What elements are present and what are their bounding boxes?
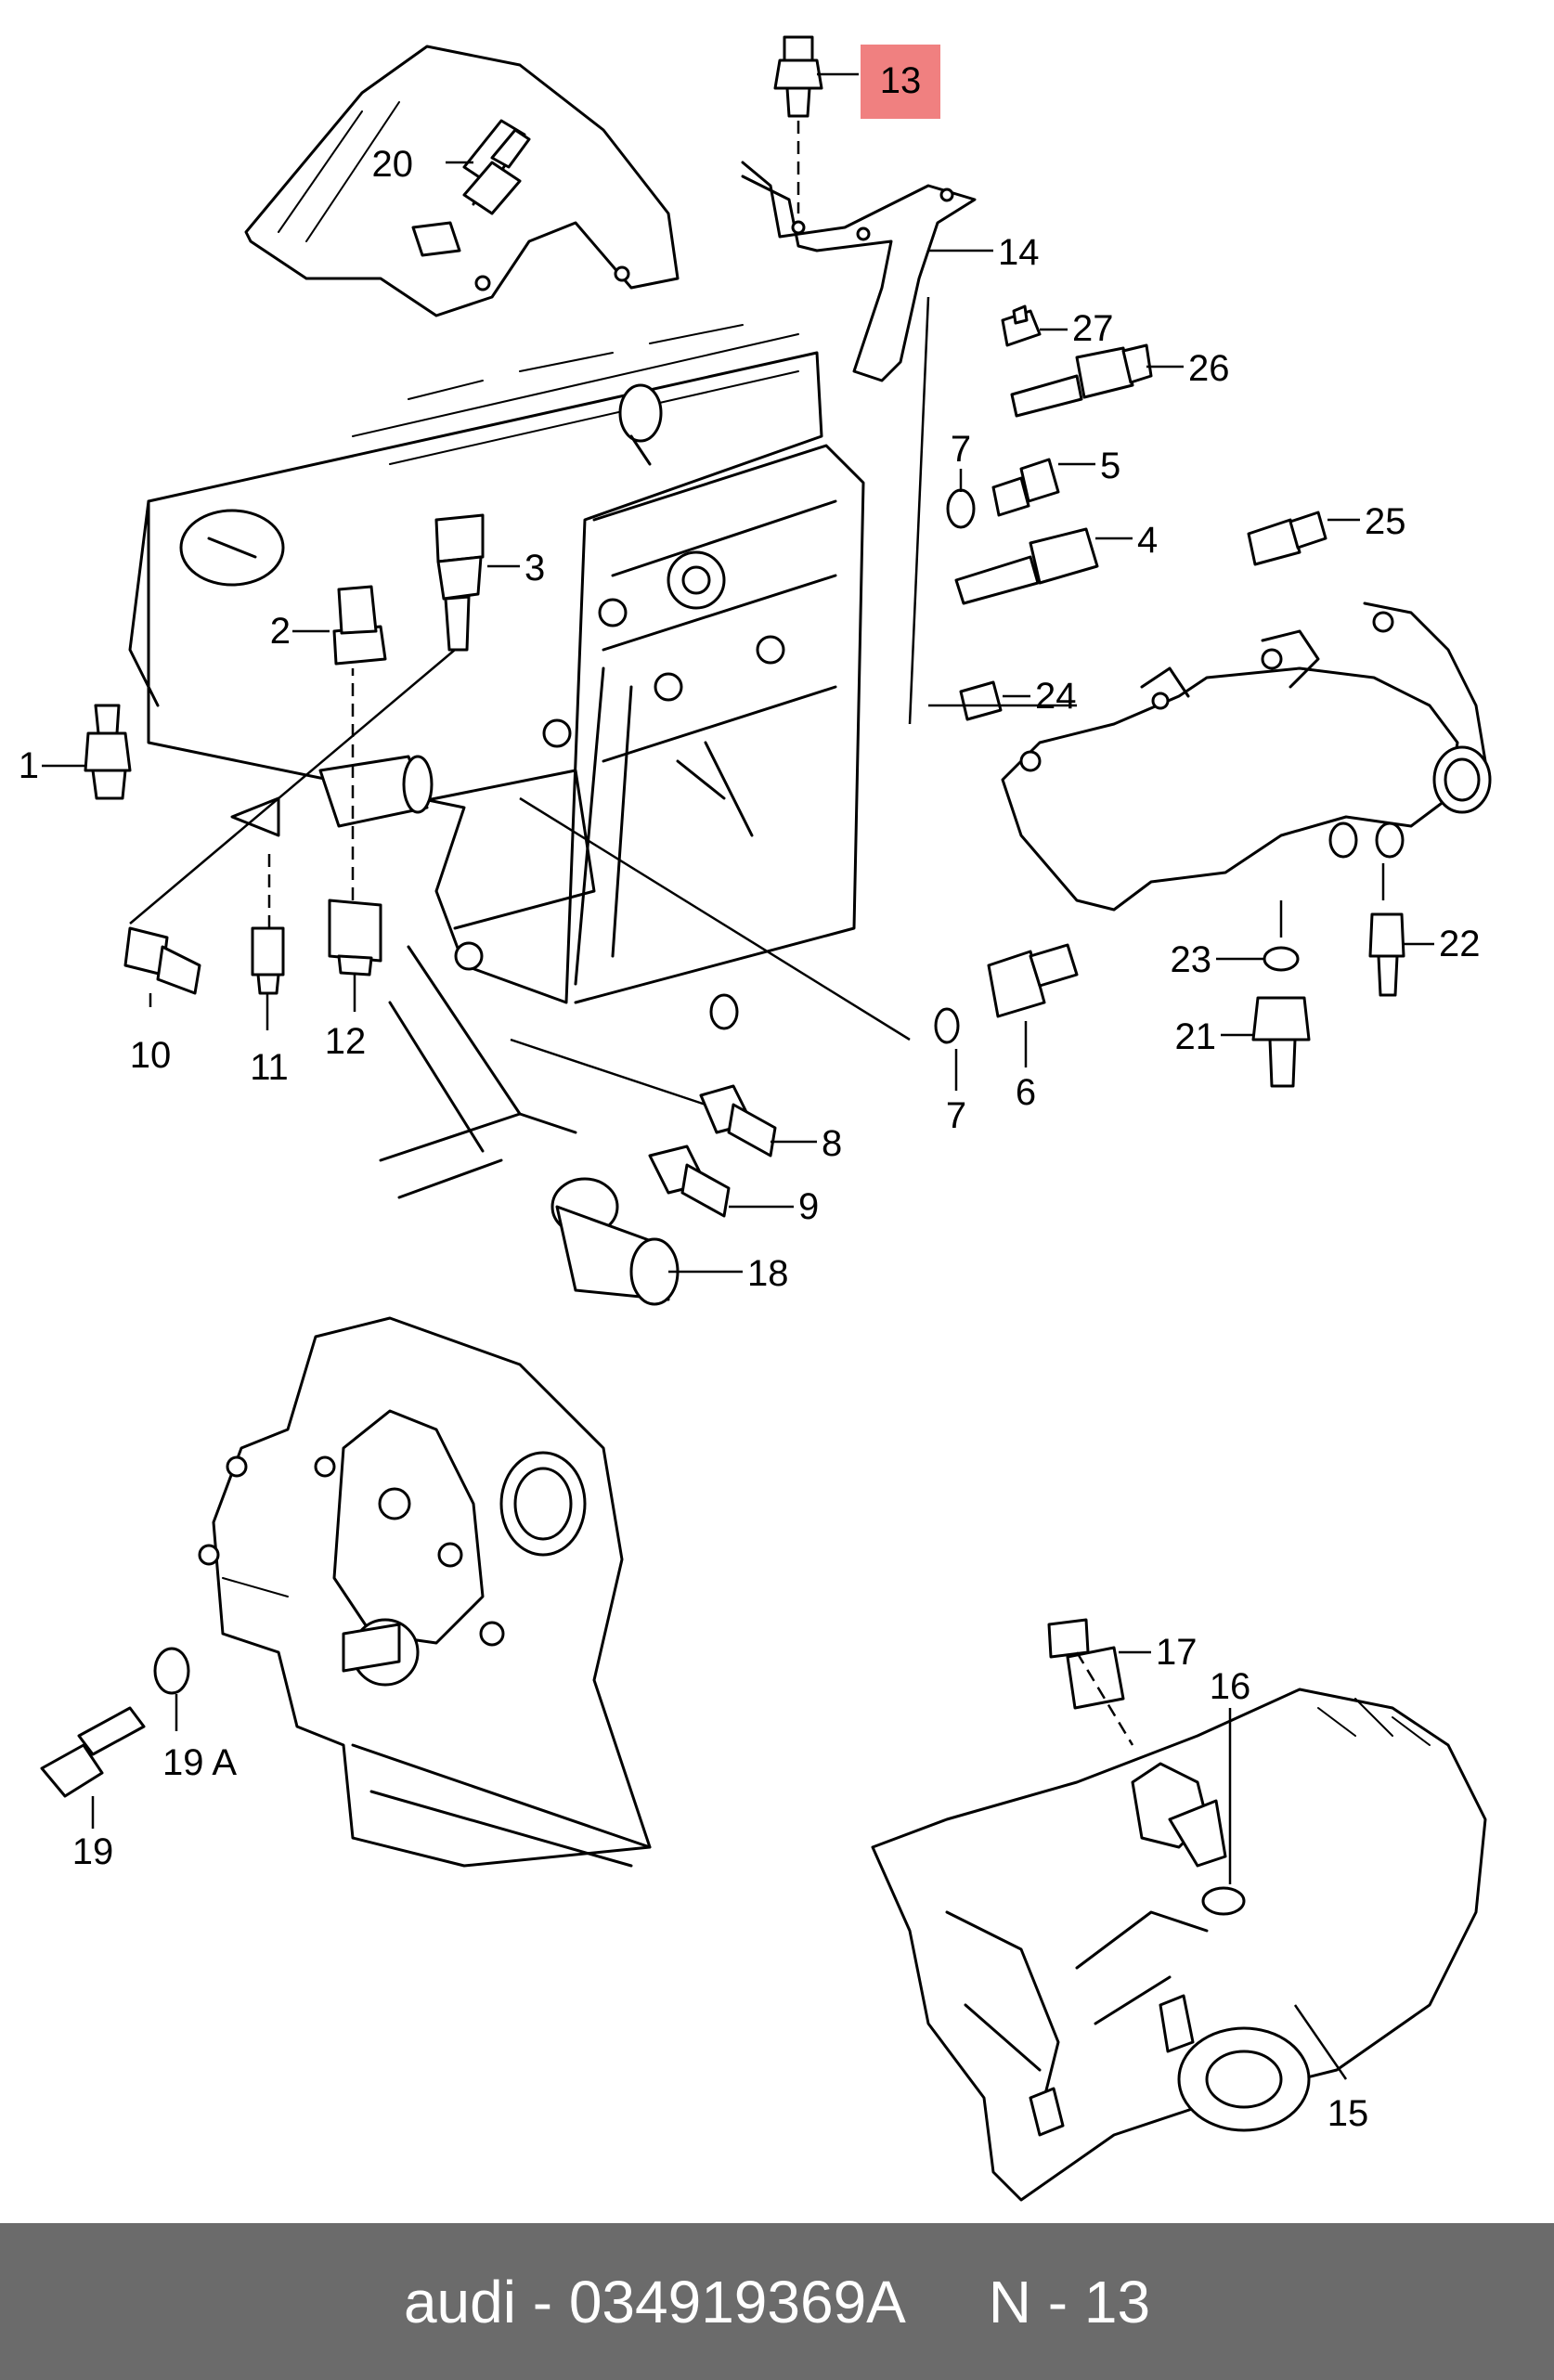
callout-17: 17 xyxy=(1156,1632,1198,1673)
sender-big xyxy=(318,755,434,828)
callout-14: 14 xyxy=(998,232,1040,273)
callout-12: 12 xyxy=(325,1021,367,1062)
leader-lines xyxy=(42,72,1434,2080)
sensor-3 xyxy=(434,513,485,652)
engine-block-front xyxy=(198,1316,652,1868)
sensor-11 xyxy=(251,926,285,995)
sensor-6 xyxy=(987,943,1079,1018)
callout-21: 21 xyxy=(1175,1016,1217,1057)
sensor-5 xyxy=(991,458,1060,517)
washer-19a xyxy=(153,1647,190,1695)
callout-25: 25 xyxy=(1365,501,1406,542)
sensor-21 xyxy=(1251,996,1311,1088)
footer-page-ref: N - 13 xyxy=(988,2268,1151,2335)
sensor-8 xyxy=(699,1084,777,1158)
sensor-25 xyxy=(1247,511,1327,566)
callout-3: 3 xyxy=(524,548,545,589)
sensor-27 xyxy=(1001,304,1042,347)
callout-13: 13 xyxy=(880,60,922,101)
sensor-17 xyxy=(1047,1618,1125,1710)
callout-22: 22 xyxy=(1439,924,1481,964)
sensor-2 xyxy=(332,585,387,666)
washer-7-top xyxy=(946,488,976,529)
sensor-9 xyxy=(648,1145,731,1218)
callout-20: 20 xyxy=(372,144,414,185)
callout-labels: 13 20 14 27 26 7 5 4 25 3 2 24 1 22 23 2… xyxy=(19,60,1481,2134)
footer-spacer xyxy=(906,2268,989,2336)
callout-1: 1 xyxy=(19,745,39,786)
coolant-flange xyxy=(1001,601,1492,912)
footer-separator: - xyxy=(515,2268,569,2335)
callout-18: 18 xyxy=(747,1253,789,1294)
bracket-part-14 xyxy=(741,161,977,382)
sensor-19 xyxy=(40,1706,146,1798)
footer-brand: audi xyxy=(403,2268,516,2335)
callout-9: 9 xyxy=(798,1186,819,1227)
sensor-12 xyxy=(328,899,382,977)
callout-15: 15 xyxy=(1327,2093,1369,2134)
plug-24 xyxy=(959,680,1003,721)
callout-23: 23 xyxy=(1171,939,1212,980)
callout-16: 16 xyxy=(1210,1666,1251,1707)
sensor-4 xyxy=(954,527,1099,605)
parts-diagram: 13 20 14 27 26 7 5 4 25 3 2 24 1 22 23 2… xyxy=(18,35,1492,2202)
sensor-10 xyxy=(123,926,201,995)
callout-11: 11 xyxy=(250,1047,289,1088)
gearbox xyxy=(871,1688,1487,2202)
callout-19: 19 xyxy=(72,1831,114,1872)
sensor-22 xyxy=(1368,912,1405,997)
sensor-20 xyxy=(462,128,531,215)
footer-part-number: 034919369A xyxy=(568,2268,906,2335)
callout-5: 5 xyxy=(1100,446,1120,486)
washer-7-bottom xyxy=(934,1007,960,1044)
callout-13-highlight xyxy=(861,45,940,119)
callout-7-bottom: 7 xyxy=(946,1095,966,1136)
callout-8: 8 xyxy=(822,1123,842,1164)
engine-block-top xyxy=(128,324,865,1199)
footer-bar: audi - 034919369A N - 13 xyxy=(0,2223,1554,2380)
callout-26: 26 xyxy=(1188,348,1230,389)
sender-18 xyxy=(550,1177,680,1306)
callout-4: 4 xyxy=(1137,520,1158,561)
cover-part-20 xyxy=(244,45,680,317)
sensor-13 xyxy=(773,35,823,118)
sensor-1 xyxy=(84,704,132,800)
callout-27: 27 xyxy=(1072,308,1114,349)
callout-19a: 19 A xyxy=(162,1742,237,1783)
callout-2: 2 xyxy=(270,611,291,652)
callout-6: 6 xyxy=(1016,1072,1036,1113)
callout-7-top: 7 xyxy=(951,429,971,470)
callout-10: 10 xyxy=(130,1035,172,1076)
callout-24: 24 xyxy=(1035,676,1077,717)
sensor-26 xyxy=(1010,343,1153,418)
washer-23 xyxy=(1263,946,1300,972)
